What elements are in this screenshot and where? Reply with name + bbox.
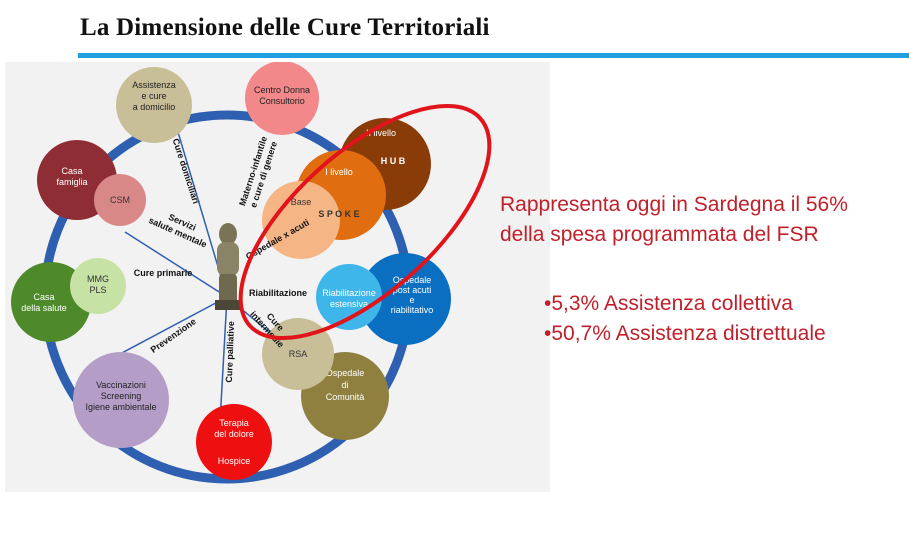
sector-cure-domiciliari: Cure domiciliari [171,137,202,205]
label-hospice: Hospice [218,456,251,466]
circle-ospedale-post-acuti [359,253,451,345]
circle-assistenza-domicilio [116,67,192,143]
sector-cure-primarie: Cure primarie [134,268,193,278]
highlight-ellipse [238,103,492,341]
title-underline [78,53,909,58]
circle-centro-donna [245,62,319,135]
sector-cure-palliative: Cure palliative [224,321,236,383]
circle-terapia-dolore [196,404,272,480]
sector-riabilitazione: Riabilitazione [249,288,307,298]
label-hub: H U B [381,156,406,166]
bullet-item: •50,7% Assistenza distrettuale [544,322,826,345]
label-spoke-level: I livello [325,167,353,177]
label-rsa: RSA [289,349,308,359]
sector-salute-mentale: Servizisalute mentale [147,205,213,250]
spending-statement: Rappresenta oggi in Sardegna il 56% dell… [500,190,900,250]
statement-text: Rappresenta oggi in Sardegna il 56% dell… [500,193,848,246]
spending-bullets: •5,3% Assistenza collettiva •50,7% Assis… [544,289,904,349]
bullet-item: •5,3% Assistenza collettiva [544,292,793,315]
label-hub-level: II livello [366,128,396,138]
label-csm: CSM [110,195,130,205]
circle-csm [94,174,146,226]
page-title: La Dimensione delle Cure Territoriali [80,14,490,41]
statue-figure [215,223,241,310]
circle-riabilitazione-estensiva [316,264,382,330]
circle-base [262,181,340,259]
label-spoke: S P O K E [318,209,359,219]
circle-vaccinazioni [73,352,169,448]
label-base: Base [291,197,312,207]
circle-mmg-pls [70,258,126,314]
